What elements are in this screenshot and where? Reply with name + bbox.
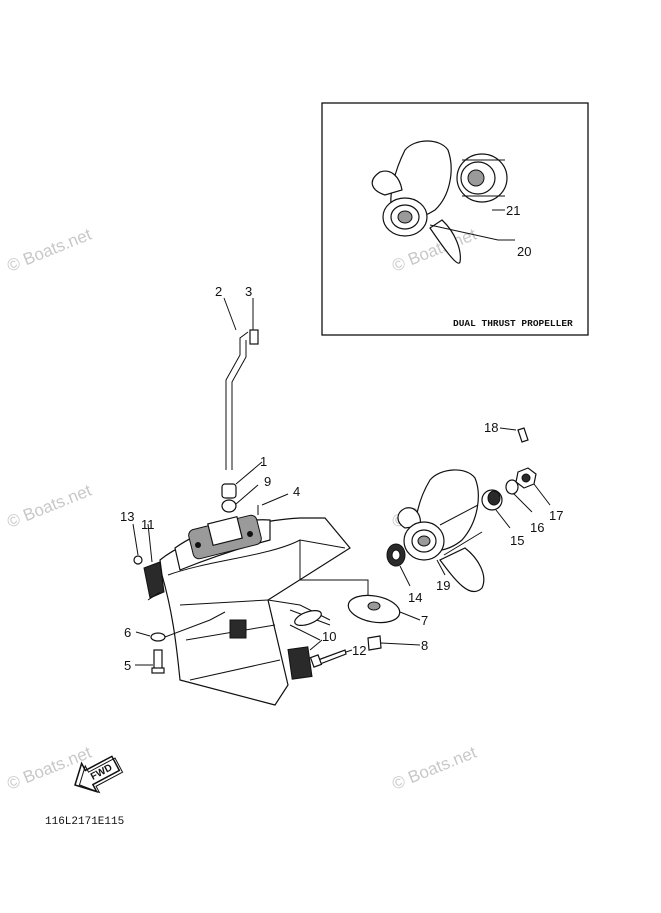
callout-10: 10 bbox=[322, 629, 336, 644]
callout-7: 7 bbox=[421, 613, 428, 628]
anode-10: 10 bbox=[229, 619, 336, 680]
callout-9: 9 bbox=[264, 474, 271, 489]
callout-12: 12 bbox=[352, 643, 366, 658]
callout-8: 8 bbox=[421, 638, 428, 653]
callout-21: 21 bbox=[506, 203, 520, 218]
callout-11: 11 bbox=[141, 517, 155, 532]
diagram-code: 116L2171E115 bbox=[45, 816, 124, 828]
callout-1: 1 bbox=[260, 454, 267, 469]
leader-7 bbox=[399, 611, 421, 621]
leader-12 bbox=[345, 649, 353, 653]
watermark: © Boats.net bbox=[4, 225, 94, 276]
leader-6-ext bbox=[164, 611, 226, 638]
leader-17 bbox=[533, 483, 551, 506]
callout-16: 16 bbox=[530, 520, 544, 535]
callout-6: 6 bbox=[124, 625, 131, 640]
callout-17: 17 bbox=[549, 508, 563, 523]
callout-5: 5 bbox=[124, 658, 131, 673]
callout-19: 19 bbox=[436, 578, 450, 593]
callout-14: 14 bbox=[408, 590, 422, 605]
thrust-hub-21-drawing bbox=[456, 153, 508, 203]
leader-10 bbox=[309, 639, 323, 651]
leader-14 bbox=[399, 565, 411, 587]
leader-1 bbox=[235, 461, 263, 485]
nut-13 bbox=[133, 555, 143, 565]
lower-casing-drawing bbox=[159, 514, 369, 706]
fwd-arrow: FWD bbox=[74, 755, 124, 794]
leader-20 bbox=[429, 224, 515, 241]
leader-2 bbox=[223, 297, 237, 331]
seal-1 bbox=[221, 483, 237, 499]
leader-11 bbox=[147, 523, 153, 563]
cotter-pin-18 bbox=[517, 427, 529, 443]
grommet-3 bbox=[249, 329, 259, 345]
bolt-12: 12 bbox=[309, 643, 366, 668]
washer-16 bbox=[505, 479, 519, 495]
propeller-20-drawing bbox=[371, 140, 461, 264]
prop-hardware: 15 16 17 18 bbox=[481, 420, 563, 548]
leader-13 bbox=[132, 523, 139, 556]
callout-13: 13 bbox=[120, 509, 134, 524]
leader-16 bbox=[513, 493, 533, 513]
watermark: © Boats.net bbox=[4, 481, 94, 532]
leader-19 bbox=[436, 559, 446, 576]
inset-title: DUAL THRUST PROPELLER bbox=[453, 318, 573, 329]
inset-dual-thrust-propeller: 21 20 DUAL THRUST PROPELLER bbox=[321, 102, 589, 336]
leader-9 bbox=[235, 484, 259, 505]
callout-15: 15 bbox=[510, 533, 524, 548]
inset-border bbox=[321, 102, 589, 336]
propeller-19: 19 bbox=[397, 469, 485, 593]
trim-tab-7: 7 8 bbox=[347, 594, 428, 653]
watermark: © Boats.net bbox=[389, 743, 479, 794]
callout-4: 4 bbox=[293, 484, 300, 499]
leader-4 bbox=[261, 493, 289, 506]
callout-20: 20 bbox=[517, 244, 531, 259]
water-tube-assembly: 2 3 bbox=[215, 284, 259, 470]
leader-15 bbox=[495, 509, 511, 529]
leader-6 bbox=[135, 631, 151, 637]
leader-18 bbox=[499, 427, 517, 431]
washer-6 bbox=[150, 632, 166, 642]
bolt-8 bbox=[367, 635, 382, 651]
callout-2: 2 bbox=[215, 284, 222, 299]
thrust-washer-14: 14 bbox=[386, 543, 422, 605]
small-parts-top: 1 9 4 bbox=[221, 454, 300, 515]
bolt-5-and-washer-6: 6 5 bbox=[124, 611, 226, 674]
callout-3: 3 bbox=[245, 284, 252, 299]
collar-9 bbox=[221, 499, 237, 513]
bracket-11: 13 11 bbox=[120, 509, 165, 601]
leader-8 bbox=[380, 642, 421, 646]
callout-18: 18 bbox=[484, 420, 498, 435]
